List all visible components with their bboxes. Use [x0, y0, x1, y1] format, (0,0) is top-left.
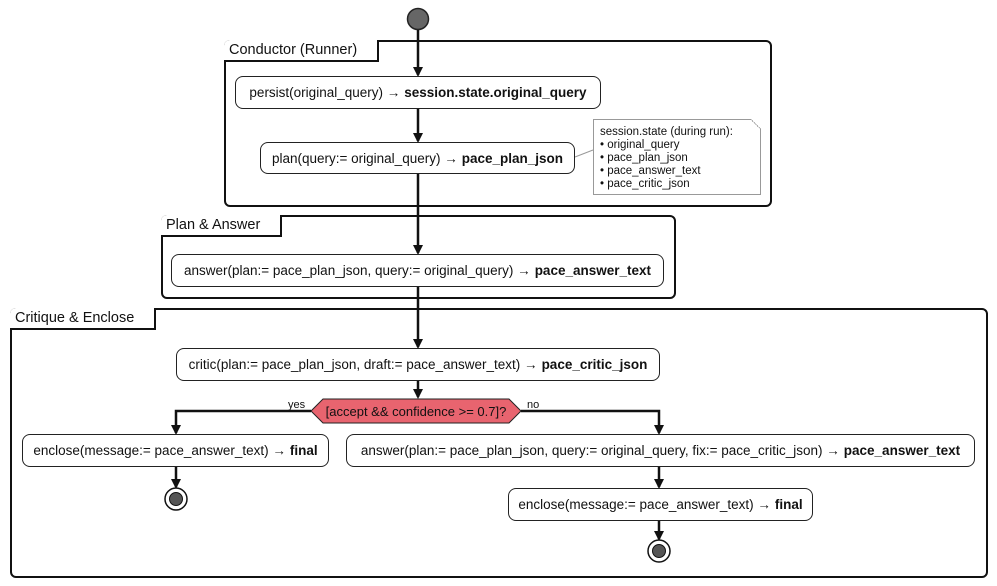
note-item: • pace_critic_json [600, 178, 690, 190]
activity-enclose-yes: enclose(message:= pace_answer_text) →fin… [22, 434, 329, 467]
note-item: • original_query [600, 139, 680, 151]
guard-yes: yes [288, 399, 306, 411]
activity-enclose-no: enclose(message:= pace_answer_text) →fin… [508, 488, 813, 521]
note-item: • pace_plan_json [600, 152, 688, 164]
note-title: session.state (during run): [600, 126, 733, 138]
activity-answer: answer(plan:= pace_plan_json, query:= or… [171, 254, 664, 287]
activity-plan: plan(query:= original_query) →pace_plan_… [260, 142, 575, 174]
guard-no: no [527, 399, 540, 411]
note-fold-corner [751, 119, 761, 129]
activity-persist: persist(original_query) →session.state.o… [235, 76, 601, 109]
partition-conductor-label: Conductor (Runner) [224, 40, 380, 62]
session-state-note: session.state (during run): • original_q… [593, 119, 761, 195]
partition-critique-label: Critique & Enclose [10, 308, 157, 330]
partition-conductor: Conductor (Runner) [224, 40, 772, 207]
end-node-yes [164, 487, 188, 511]
activity-answer-fix: answer(plan:= pace_plan_json, query:= or… [346, 434, 975, 467]
partition-plan-answer-label: Plan & Answer [161, 215, 283, 237]
end-node-no [647, 539, 671, 563]
decision-label: [accept && confidence >= 0.7]? [325, 403, 507, 419]
activity-critic: critic(plan:= pace_plan_json, draft:= pa… [176, 348, 660, 381]
partition-critique: Critique & Enclose [10, 308, 988, 578]
start-node [406, 7, 430, 31]
partition-plan-answer: Plan & Answer [161, 215, 676, 299]
note-item: • pace_answer_text [600, 165, 701, 177]
